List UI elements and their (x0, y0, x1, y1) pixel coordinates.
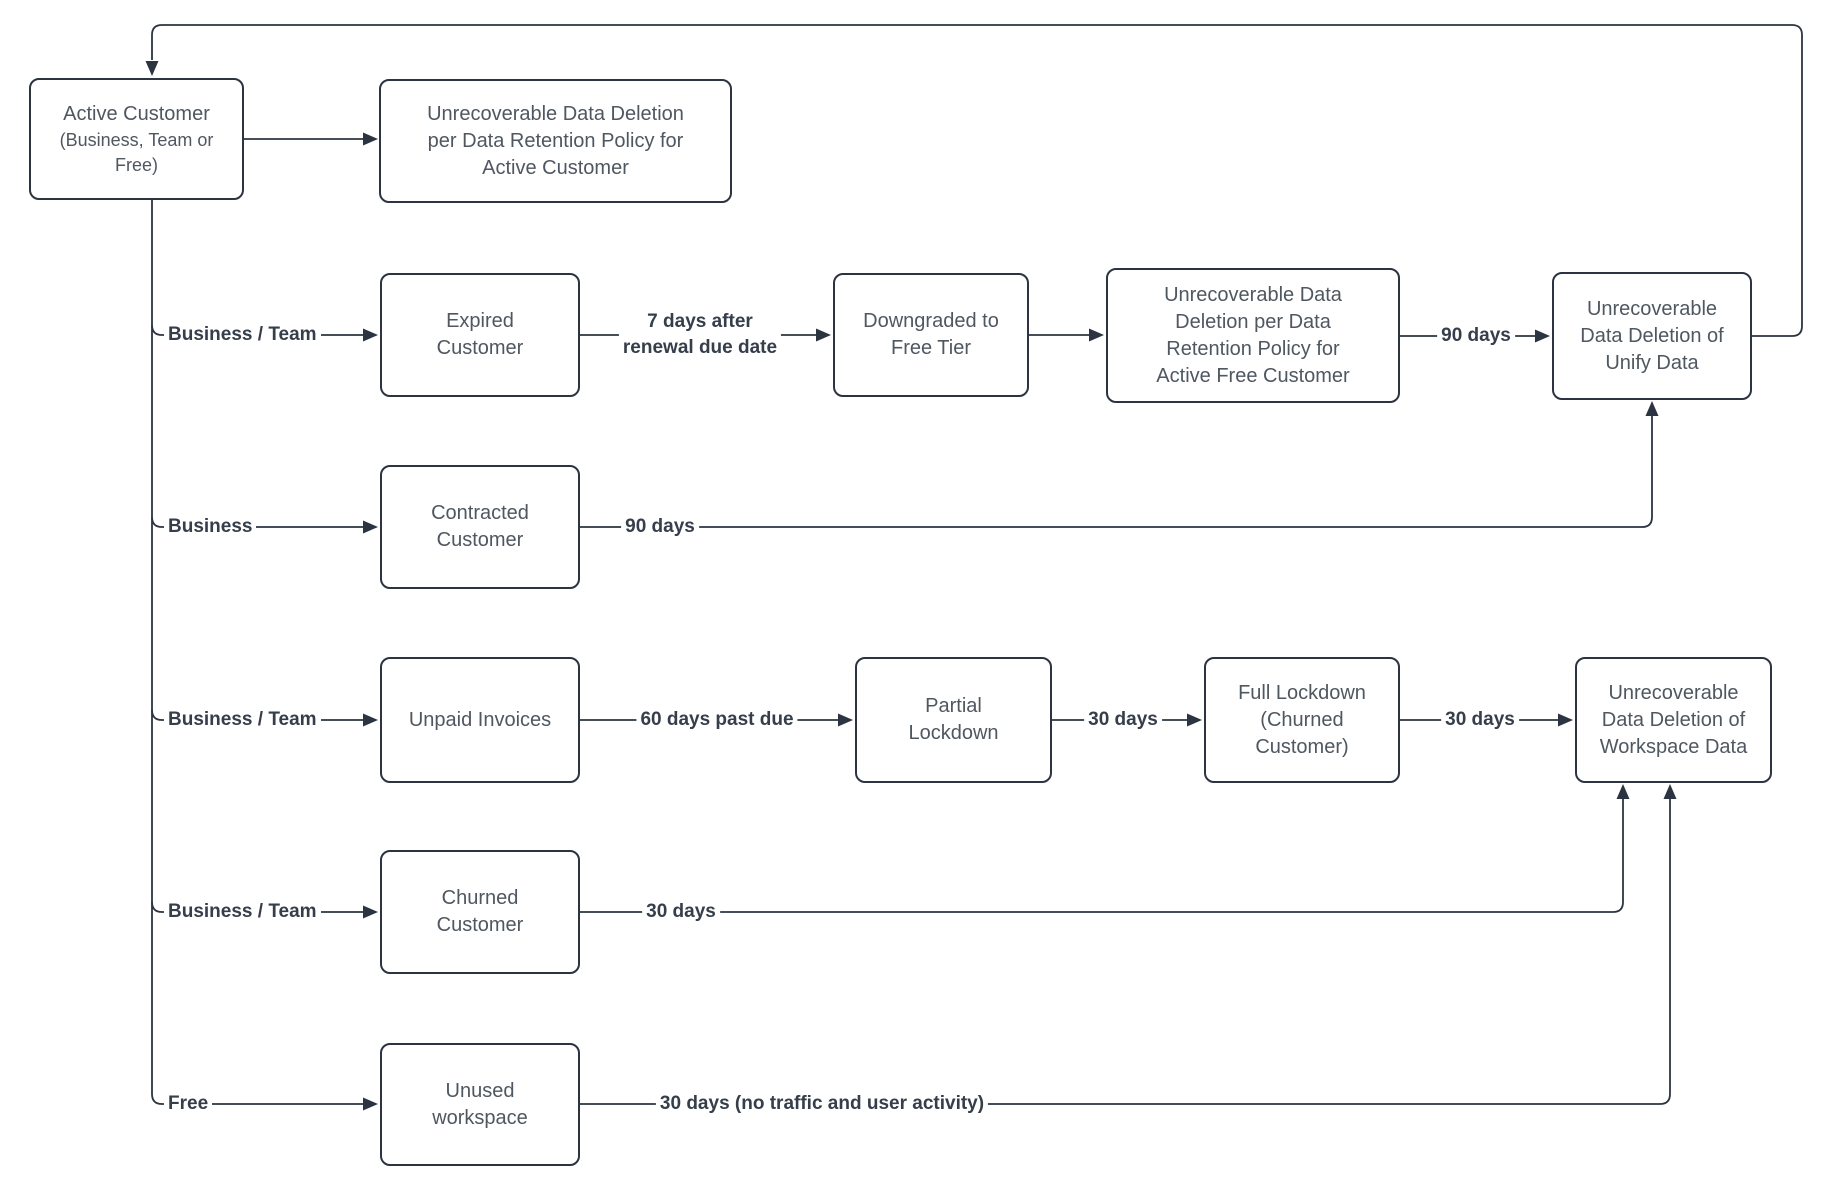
connector-churned-to-workspace-deletion (580, 797, 1624, 913)
connector-branch-unpaid (151, 709, 366, 721)
edge-label-business-contracted: Business (164, 514, 257, 540)
edge-label-30-days-full-to-deletion: 30 days (1441, 707, 1519, 733)
edge-label-free-unused: Free (164, 1091, 213, 1117)
arrowhead-into-unrecoverable-active (363, 132, 378, 146)
connector-branch-contracted (151, 516, 366, 528)
edge-label-business-team-unpaid: Business / Team (164, 707, 321, 733)
arrowhead-into-partial (838, 713, 853, 727)
arrowhead-into-downgraded (816, 328, 831, 342)
arrowhead-into-unify (1535, 329, 1550, 343)
arrowhead-into-active-customer (145, 61, 159, 76)
node-unpaid-invoices: Unpaid Invoices (380, 657, 580, 783)
connector-unused-to-workspace-deletion (580, 797, 1671, 1105)
connector-contracted-to-unify (580, 414, 1653, 528)
arrowhead-into-full (1187, 713, 1202, 727)
arrowhead-up-into-workspace-left (1616, 784, 1630, 799)
edge-label-business-team-churned: Business / Team (164, 899, 321, 925)
connector-branch-expired (151, 324, 366, 336)
arrowhead-into-expired (363, 328, 378, 342)
edge-label-30-days-partial-to-full: 30 days (1084, 707, 1162, 733)
edge-label-business-team-expired: Business / Team (164, 322, 321, 348)
arrowhead-up-into-workspace-right (1663, 784, 1677, 799)
arrowhead-into-workspace-deletion (1558, 713, 1573, 727)
edge-label-30-days-no-traffic: 30 days (no traffic and user activity) (655, 1091, 989, 1117)
arrowhead-into-churned (363, 905, 378, 919)
arrowhead-into-contracted (363, 520, 378, 534)
edge-label-90-days-contracted: 90 days (621, 514, 699, 540)
connector-branch-churned (151, 901, 366, 913)
edge-label-90-days-to-unify: 90 days (1437, 323, 1515, 349)
connector-unify-loopback (151, 24, 1803, 337)
arrowhead-into-unused (363, 1097, 378, 1111)
connector-trunk (151, 200, 366, 1105)
edge-label-30-days-churned: 30 days (642, 899, 720, 925)
arrowhead-into-unpaid (363, 713, 378, 727)
arrowhead-into-unrecoverable-free (1089, 328, 1104, 342)
arrowhead-up-into-unify (1645, 401, 1659, 416)
edge-label-60-days-past-due: 60 days past due (636, 707, 798, 733)
